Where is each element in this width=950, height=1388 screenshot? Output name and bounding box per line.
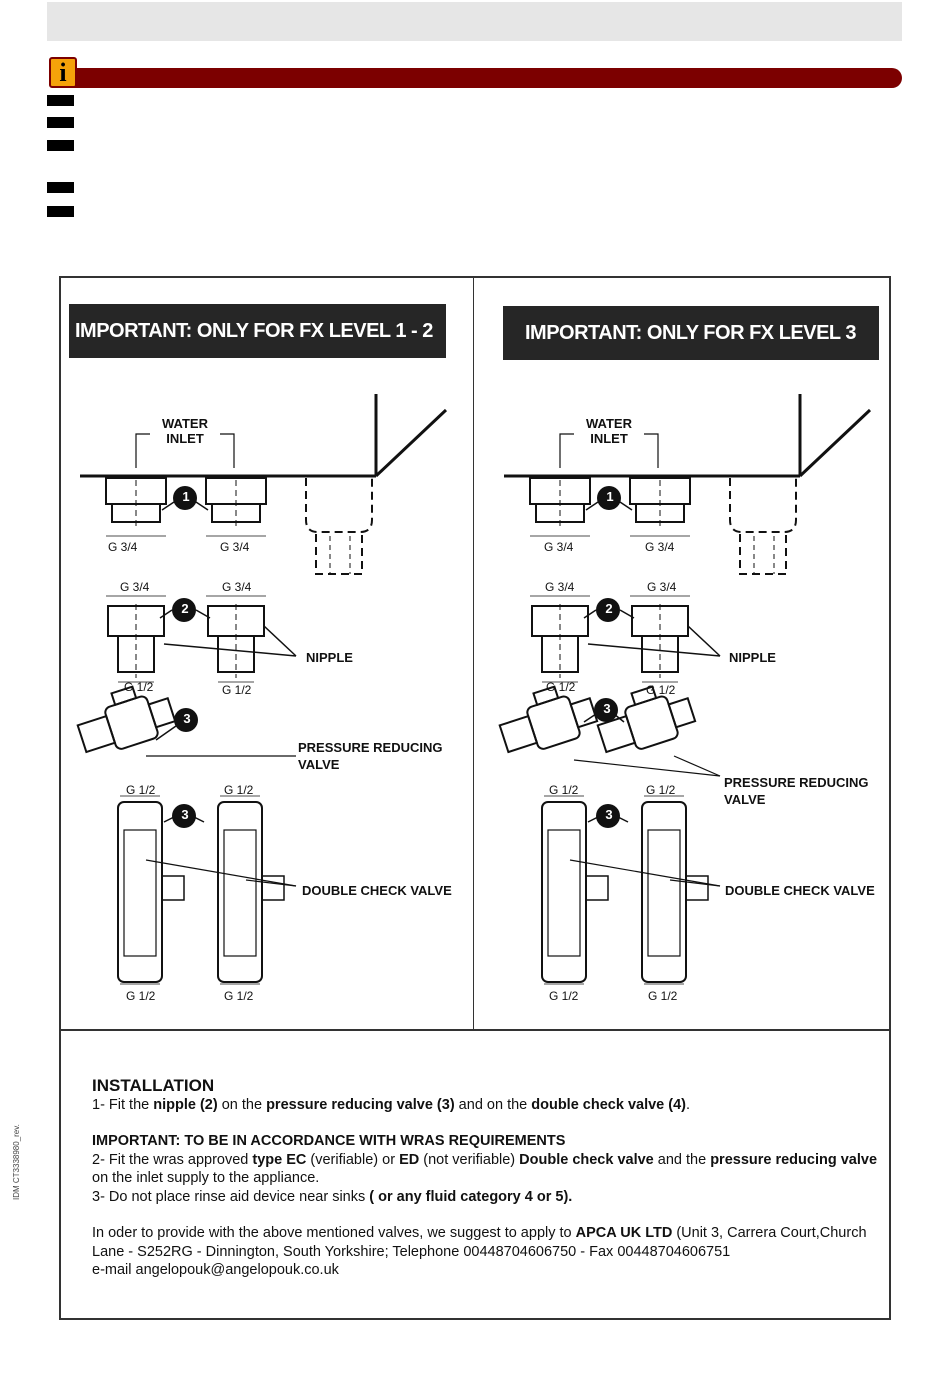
thread-size-label: G 3/4 [108,540,138,554]
thread-size-label: G 1/2 [546,680,576,694]
info-icon: i [49,57,77,88]
section-red-band [70,68,902,88]
thread-size-label: G 1/2 [549,783,579,797]
installation-instructions: INSTALLATION 1- Fit the nipple (2) on th… [92,1076,882,1280]
left-panel-header: IMPORTANT: ONLY FOR FX LEVEL 1 - 2 [69,304,446,358]
diagram-frame [59,276,891,1320]
thread-size-label: G 3/4 [645,540,675,554]
thread-size-label: G 1/2 [549,989,579,1003]
thread-size-label: G 1/2 [126,989,156,1003]
thread-size-label: G 1/2 [646,683,676,697]
thread-size-label: G 3/4 [222,580,252,594]
callout-3: 3 [605,807,613,822]
thread-size-label: G 3/4 [220,540,250,554]
nipple-label: NIPPLE [306,650,353,665]
thread-size-label: G 1/2 [126,783,156,797]
thread-size-label: G 1/2 [124,680,154,694]
top-grey-band [47,2,902,41]
language-tab [47,140,74,151]
language-tab [47,206,74,217]
callout-3: 3 [603,701,611,716]
thread-size-label: G 1/2 [224,783,254,797]
language-tab [47,95,74,106]
double-check-valve-label: DOUBLE CHECK VALVE [725,883,875,898]
thread-size-label: G 3/4 [120,580,150,594]
thread-size-label: G 1/2 [222,683,252,697]
wras-important-heading: IMPORTANT: TO BE IN ACCORDANCE WITH WRAS… [92,1133,566,1149]
right-panel-header: IMPORTANT: ONLY FOR FX LEVEL 3 [503,306,879,360]
thread-size-label: G 3/4 [545,580,575,594]
supplier-email: e-mail angelopouk@angelopouk.co.uk [92,1262,339,1278]
callout-2: 2 [181,601,189,616]
language-tab [47,117,74,128]
thread-size-label: G 1/2 [646,783,676,797]
nipple-label: NIPPLE [729,650,776,665]
thread-size-label: G 1/2 [224,989,254,1003]
thread-size-label: G 1/2 [648,989,678,1003]
right-installation-diagram [498,394,872,985]
installation-title: INSTALLATION [92,1076,215,1095]
installation-step-2: 2- Fit the wras approved type EC (verifi… [92,1151,878,1187]
language-tab [47,182,74,193]
callout-3: 3 [183,711,191,726]
supplier-contact: In oder to provide with the above mentio… [92,1225,867,1260]
callout-1: 1 [182,489,190,504]
panel-divider-horizontal [59,1029,891,1031]
installation-step-3: 3- Do not place rinse aid device near si… [92,1188,573,1205]
document-code: IDM CT3338980_rev. [12,1124,21,1200]
callout-3: 3 [181,807,189,822]
thread-size-label: G 3/4 [544,540,574,554]
callout-2: 2 [605,601,613,616]
installation-step-1: 1- Fit the nipple (2) on the pressure re… [92,1096,691,1113]
panel-divider-vertical [473,276,474,1030]
left-installation-diagram [76,394,448,985]
callout-1: 1 [606,489,614,504]
thread-size-label: G 3/4 [647,580,677,594]
double-check-valve-label: DOUBLE CHECK VALVE [302,883,452,898]
